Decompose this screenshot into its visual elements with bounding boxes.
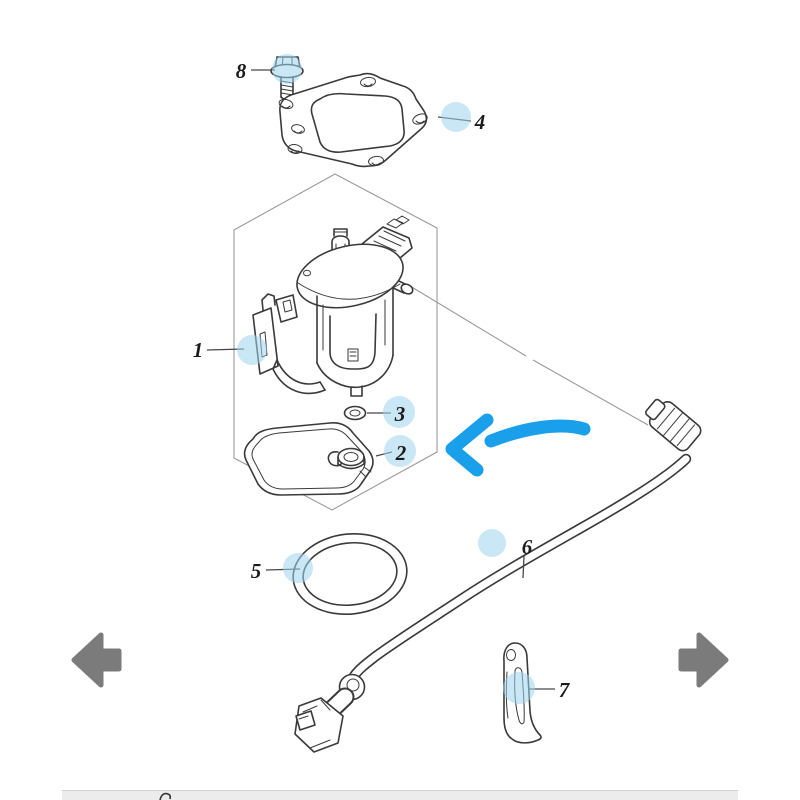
highlight-circle-6 bbox=[478, 529, 506, 557]
highlight-circle-8 bbox=[272, 54, 302, 84]
callout-label-6: 6 bbox=[522, 535, 533, 559]
highlight-circle-3 bbox=[383, 396, 415, 428]
callout-label-4: 4 bbox=[474, 110, 486, 134]
gasket-bolt-holes bbox=[278, 76, 428, 167]
o-ring-illustration bbox=[292, 532, 408, 616]
strainer-illustration bbox=[243, 422, 374, 496]
annotation-arrow-icon bbox=[445, 413, 591, 477]
bottom-cropped-bar bbox=[62, 790, 738, 800]
strainer-fitting bbox=[327, 447, 372, 478]
gasket-illustration bbox=[278, 72, 428, 168]
highlight-circle-4 bbox=[441, 102, 471, 132]
left-arrow-icon bbox=[71, 632, 122, 688]
highlight-circle-1 bbox=[237, 335, 267, 365]
callout-numbers: 1 2 3 4 5 6 7 8 bbox=[193, 59, 571, 702]
callout-label-3: 3 bbox=[394, 402, 406, 426]
callout-highlight-circles bbox=[237, 54, 535, 704]
assembly-outline-box bbox=[233, 173, 438, 511]
right-arrow-icon bbox=[678, 632, 729, 688]
next-image-button[interactable] bbox=[674, 630, 732, 690]
partial-cropped-glyph bbox=[159, 792, 172, 800]
callout-label-1: 1 bbox=[193, 338, 204, 362]
hose-lower-connector bbox=[294, 673, 366, 753]
highlight-circle-5 bbox=[283, 553, 313, 583]
highlight-circle-2 bbox=[384, 435, 416, 467]
callout-label-5: 5 bbox=[251, 559, 262, 583]
hose-upper-connector bbox=[645, 398, 702, 452]
fuel-pump-assembly-illustration bbox=[252, 215, 414, 397]
callout-label-2: 2 bbox=[395, 441, 407, 465]
pump-to-hose-connection-line bbox=[409, 285, 649, 426]
callout-label-8: 8 bbox=[236, 59, 247, 83]
prev-image-button[interactable] bbox=[68, 630, 126, 690]
fuel-hose-illustration bbox=[294, 398, 702, 753]
highlight-circle-7 bbox=[503, 672, 535, 704]
grommet-illustration bbox=[343, 405, 367, 421]
callout-label-7: 7 bbox=[559, 678, 571, 702]
